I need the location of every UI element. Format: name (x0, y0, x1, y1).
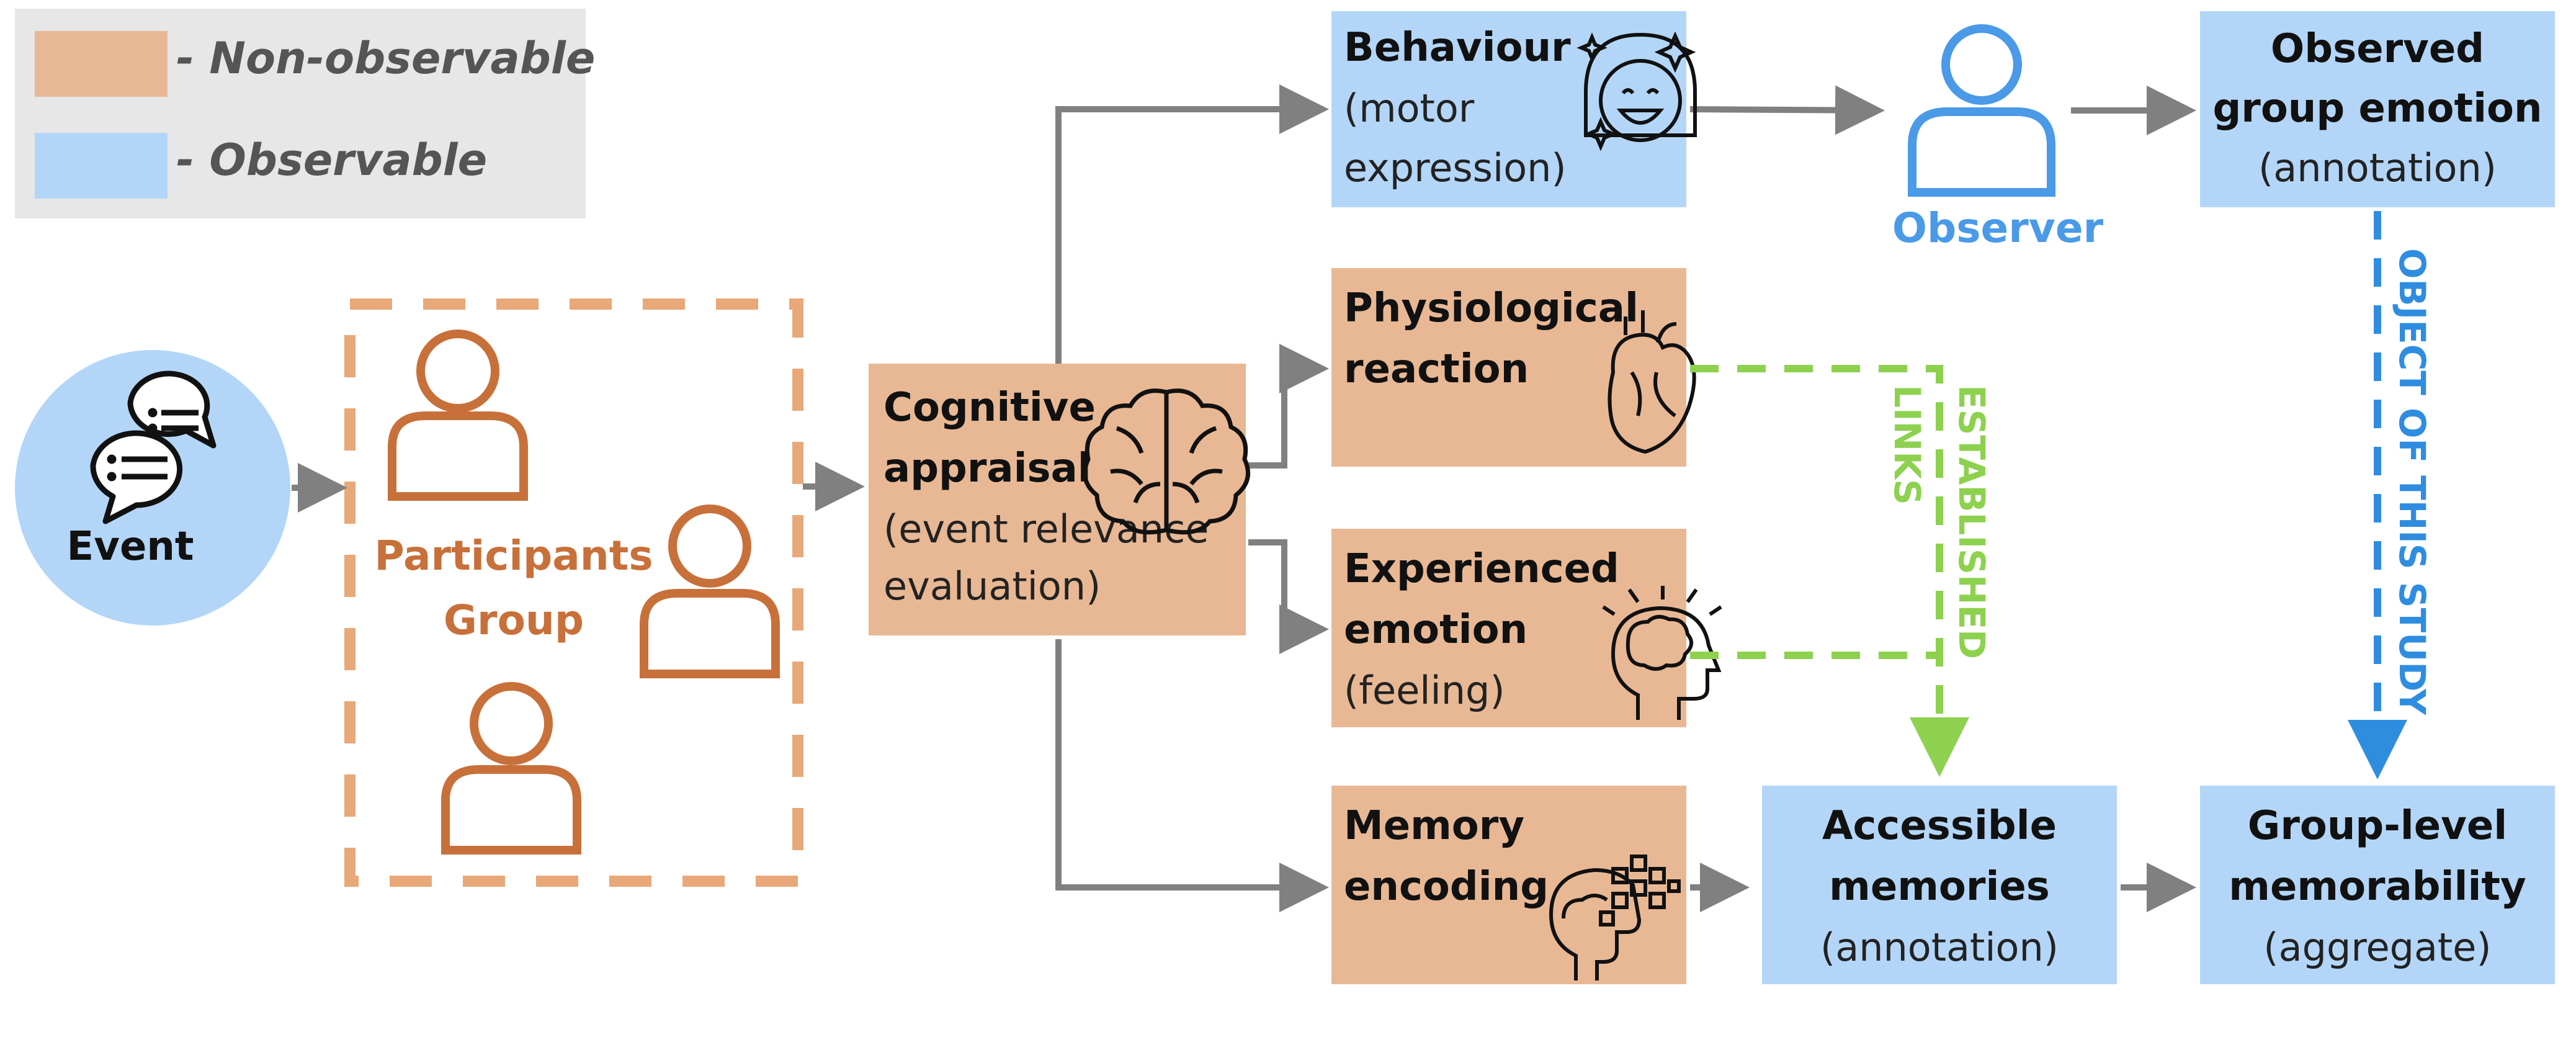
head-memory-icon (1549, 855, 1681, 980)
participants-dashed-border (344, 298, 803, 887)
observed-sub: (annotation) (2258, 145, 2497, 191)
memory-encoding-box: Memory encoding (1331, 786, 1686, 984)
legend-observable-label: - Observable (176, 135, 487, 186)
established-link-physiological (1690, 365, 1969, 777)
cognitive-title-line1: Cognitive (883, 385, 1096, 431)
behaviour-box: Behaviour (motor expression) (1331, 11, 1697, 207)
observer-node: Observer (1892, 24, 2104, 252)
cognitive-appraisal-box: Cognitive appraisal (event relevance eva… (869, 364, 1251, 635)
accessible-box-bg (1762, 786, 2117, 984)
observed-title-line2: group emotion (2212, 86, 2542, 132)
legend-non-observable-label: - Non-observable (176, 33, 595, 84)
legend-non-observable-swatch (35, 31, 168, 97)
flow-arrows (292, 84, 2196, 912)
behaviour-title: Behaviour (1344, 25, 1571, 71)
event-node: Event (15, 350, 290, 626)
arrow-behaviour-to-observer (1689, 85, 1885, 135)
experienced-title-line2: emotion (1344, 607, 1527, 653)
object-of-study-label: OBJECT OF THIS STUDY (2391, 248, 2433, 716)
observed-group-emotion-box: Observed group emotion (annotation) (2200, 11, 2555, 207)
observed-title-line1: Observed (2271, 26, 2484, 72)
legend: - Non-observable - Observable (15, 9, 595, 218)
brain-icon (1082, 388, 1251, 535)
experienced-title-line1: Experienced (1344, 546, 1619, 592)
memory-title-line2: encoding (1344, 864, 1549, 910)
established-links-label-line2: LINKS (1886, 385, 1928, 505)
accessible-sub: (annotation) (1820, 925, 2059, 970)
arrow-cognitive-to-behaviour (1055, 84, 1329, 364)
person-outline-icon (640, 505, 780, 678)
event-label: Event (67, 524, 194, 570)
physiological-title-line2: reaction (1344, 346, 1529, 392)
cognitive-title-line2: appraisal (883, 446, 1091, 491)
established-links-label-line1: ESTABLISHED (1951, 385, 1993, 659)
grouplevel-title-line1: Group-level (2248, 803, 2507, 849)
physiological-box-bg (1331, 268, 1686, 467)
physiological-title-line1: Physiological (1344, 285, 1639, 331)
accessible-title-line1: Accessible (1822, 803, 2057, 849)
observer-label: Observer (1892, 204, 2104, 252)
behaviour-sub-line2: expression) (1344, 145, 1567, 191)
heart-icon (1608, 310, 1696, 454)
physiological-box: Physiological reaction (1331, 268, 1696, 467)
established-links (1690, 365, 1969, 777)
cognitive-box-bg (869, 364, 1246, 635)
arrow-cognitive-to-experienced (1248, 539, 1329, 654)
grouplevel-title-line2: memorability (2229, 864, 2526, 910)
cognitive-sub-line1: (event relevance (883, 506, 1209, 552)
experienced-sub: (feeling) (1344, 668, 1505, 713)
arrow-cognitive-to-physiological (1248, 344, 1329, 469)
memory-box-bg (1331, 786, 1686, 984)
grouplevel-sub: (aggregate) (2263, 925, 2491, 970)
memory-title-line1: Memory (1344, 803, 1524, 849)
participants-group: Participants Group (344, 298, 803, 887)
observed-box-bg (2200, 11, 2555, 207)
person-outline-icon (1908, 24, 2055, 197)
arrow-cognitive-to-memory (1055, 639, 1329, 912)
cognitive-sub-line2: evaluation) (883, 563, 1101, 609)
behaviour-sub-line1: (motor (1344, 86, 1475, 131)
accessible-memories-box: Accessible memories (annotation) (1762, 786, 2117, 984)
smiling-face-icon (1576, 31, 1697, 151)
participants-label-line1: Participants (374, 532, 653, 580)
group-level-memorability-box: Group-level memorability (aggregate) (2200, 786, 2555, 984)
participants-label-line2: Group (444, 596, 584, 644)
head-brain-icon (1602, 586, 1722, 720)
person-outline-icon (441, 682, 581, 855)
experienced-box-bg (1331, 529, 1686, 727)
grouplevel-box-bg (2200, 786, 2555, 984)
legend-observable-swatch (35, 133, 168, 199)
experienced-emotion-box: Experienced emotion (feeling) (1331, 529, 1722, 727)
chat-bubbles-icon (90, 370, 217, 524)
person-outline-icon (388, 330, 528, 501)
accessible-title-line2: memories (1829, 864, 2050, 910)
